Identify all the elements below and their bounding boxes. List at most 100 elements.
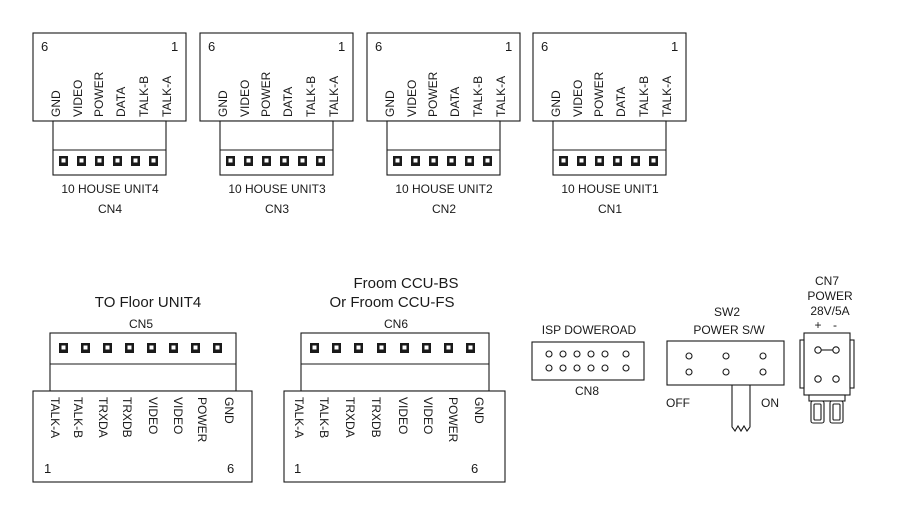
power-rating: 28V/5A bbox=[810, 304, 849, 318]
switch-contacts bbox=[685, 352, 767, 376]
isp-header-cn8: ISP DOWEROAD CN8 bbox=[531, 323, 645, 398]
pin-number-left: 1 bbox=[294, 461, 301, 476]
unit-label: 10 HOUSE UNIT4 bbox=[61, 182, 159, 196]
house-unit-cn4: 6 1 GND VIDEO POWER DATA TALK-B TALK-A 1… bbox=[32, 32, 187, 216]
switch-lever bbox=[731, 385, 751, 433]
floor-unit-cn5: TO Floor UNIT4 CN5 TALK-A TALK-B TRXDA T… bbox=[32, 294, 253, 483]
terminal-pins bbox=[59, 156, 158, 166]
pin-number-left: 6 bbox=[41, 39, 48, 54]
power-switch-sw2: SW2 POWER S/W OFF ON bbox=[666, 305, 785, 433]
pin-label-box bbox=[283, 390, 506, 483]
terminal-pins bbox=[559, 156, 658, 166]
pin-label: VIDEO bbox=[405, 80, 419, 117]
pin-label: GND bbox=[383, 90, 397, 117]
power-connector-name: CN7 bbox=[815, 274, 839, 288]
isp-connector bbox=[531, 341, 645, 381]
connector-label: CN6 bbox=[384, 317, 408, 331]
switch-title: POWER S/W bbox=[693, 323, 765, 337]
switch-name: SW2 bbox=[714, 305, 740, 319]
terminal-pins bbox=[393, 156, 492, 166]
polarity-minus: - bbox=[833, 318, 837, 332]
house-unit-cn2: 6 1 GND VIDEO POWER DATA TALK-B TALK-A 1… bbox=[366, 32, 521, 216]
pin-label: TALK-B bbox=[71, 397, 85, 438]
pin-label: VIDEO bbox=[396, 397, 410, 434]
pin-label: GND bbox=[549, 90, 563, 117]
pin-number-left: 6 bbox=[541, 39, 548, 54]
connector-label: CN4 bbox=[98, 202, 122, 216]
switch-body bbox=[666, 340, 785, 386]
terminal-block bbox=[300, 332, 490, 392]
pin-number-left: 1 bbox=[44, 461, 51, 476]
isp-label: CN8 bbox=[575, 384, 599, 398]
terminal-block bbox=[386, 120, 501, 176]
power-connector-cn7: CN7 POWER 28V/5A + - bbox=[799, 274, 855, 424]
pin-label: VIDEO bbox=[421, 397, 435, 434]
switch-off-label: OFF bbox=[666, 396, 690, 410]
pin-label: TALK-B bbox=[637, 76, 651, 117]
terminal-block bbox=[219, 120, 334, 176]
pin-label: VIDEO bbox=[238, 80, 252, 117]
pin-label: TALK-B bbox=[317, 397, 331, 438]
pin-label: TALK-A bbox=[494, 76, 508, 117]
pin-number-right: 1 bbox=[171, 39, 178, 54]
terminal-block bbox=[552, 120, 667, 176]
isp-pins bbox=[545, 350, 630, 372]
connector-label: CN1 bbox=[598, 202, 622, 216]
pin-label: POWER bbox=[446, 397, 460, 443]
unit-label: 10 HOUSE UNIT2 bbox=[395, 182, 493, 196]
pin-number-right: 1 bbox=[505, 39, 512, 54]
terminal-pins bbox=[226, 156, 325, 166]
pin-label: TRXDA bbox=[343, 397, 357, 438]
pin-label: TALK-B bbox=[304, 76, 318, 117]
pin-label: GND bbox=[49, 90, 63, 117]
isp-title: ISP DOWEROAD bbox=[542, 323, 637, 337]
pin-label: DATA bbox=[614, 87, 628, 117]
unit-label: 10 HOUSE UNIT3 bbox=[228, 182, 326, 196]
pin-label: TALK-A bbox=[160, 76, 174, 117]
switch-on-label: ON bbox=[761, 396, 779, 410]
pin-label: TRXDB bbox=[369, 397, 383, 438]
pin-label: VIDEO bbox=[146, 397, 160, 434]
pin-label: VIDEO bbox=[171, 397, 185, 434]
power-connector-body bbox=[803, 332, 851, 396]
pin-label: VIDEO bbox=[571, 80, 585, 117]
polarity-plus: + bbox=[814, 318, 821, 332]
house-unit-cn1: 6 1 GND VIDEO POWER DATA TALK-B TALK-A 1… bbox=[532, 32, 687, 216]
pin-label: DATA bbox=[114, 87, 128, 117]
pin-label: DATA bbox=[448, 87, 462, 117]
pin-label: DATA bbox=[281, 87, 295, 117]
house-unit-cn3: 6 1 GND VIDEO POWER DATA TALK-B TALK-A 1… bbox=[199, 32, 354, 216]
floor-unit-cn6: Froom CCU-BS Or Froom CCU-FS CN6 TALK-A … bbox=[283, 275, 506, 483]
pin-label: POWER bbox=[195, 397, 209, 443]
connector-label: CN5 bbox=[129, 317, 153, 331]
pin-number-right: 6 bbox=[471, 461, 478, 476]
terminal-pins bbox=[310, 343, 475, 353]
pin-number-right: 1 bbox=[338, 39, 345, 54]
pin-label: TALK-A bbox=[48, 397, 62, 438]
pin-label: TALK-A bbox=[660, 76, 674, 117]
pin-label: TALK-A bbox=[327, 76, 341, 117]
terminal-pins bbox=[59, 343, 222, 353]
pin-label: TALK-B bbox=[471, 76, 485, 117]
pin-label: POWER bbox=[92, 71, 106, 117]
pin-label: TALK-B bbox=[137, 76, 151, 117]
power-connector-title: POWER bbox=[807, 289, 853, 303]
pin-label: GND bbox=[216, 90, 230, 117]
connector-title: Or Froom CCU-FS bbox=[330, 294, 455, 311]
pin-number-left: 6 bbox=[208, 39, 215, 54]
pin-number-right: 1 bbox=[671, 39, 678, 54]
pin-label-box bbox=[32, 32, 187, 122]
pin-number-left: 6 bbox=[375, 39, 382, 54]
connector-label: CN3 bbox=[265, 202, 289, 216]
pin-label: GND bbox=[472, 397, 486, 424]
pin-number-right: 6 bbox=[227, 461, 234, 476]
pin-label: TRXDA bbox=[96, 397, 110, 438]
terminal-block bbox=[52, 120, 167, 176]
pin-label: TRXDB bbox=[120, 397, 134, 438]
pin-label: POWER bbox=[426, 71, 440, 117]
unit-label: 10 HOUSE UNIT1 bbox=[561, 182, 659, 196]
pin-label: TALK-A bbox=[292, 397, 306, 438]
pin-label-box bbox=[32, 390, 253, 483]
pin-label: VIDEO bbox=[71, 80, 85, 117]
